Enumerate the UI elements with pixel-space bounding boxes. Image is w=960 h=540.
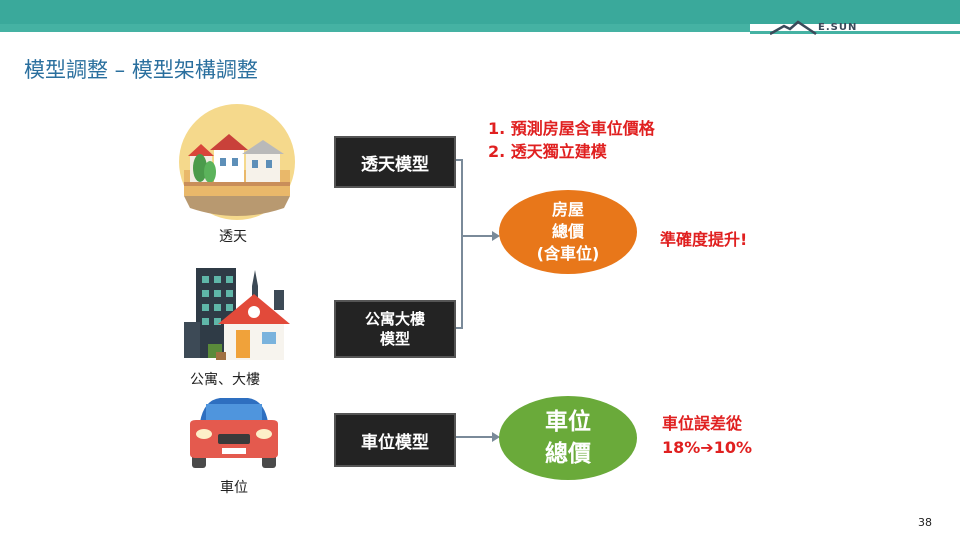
apartment-model-box: 公寓大樓 模型 [334, 300, 456, 358]
house-total-price-circle: 房屋 總價 (含車位) [499, 190, 637, 274]
townhouse-model-label: 透天模型 [361, 154, 429, 175]
house-total-line3: (含車位) [536, 244, 600, 263]
page-title: 模型調整 – 模型架構調整 [24, 58, 258, 82]
parking-model-label: 車位模型 [361, 432, 429, 453]
accuracy-result: 準確度提升! [660, 230, 748, 249]
note-item: 2. 透天獨立建模 [488, 142, 607, 161]
parking-error-result: 車位誤差從 18%➔10% [662, 412, 752, 460]
apartment-illustration [184, 268, 290, 360]
house-total-line2: 總價 [551, 222, 584, 241]
apartment-model-label-line2: 模型 [379, 330, 410, 348]
apartment-model-label-line1: 公寓大樓 [364, 310, 425, 328]
header-accent-bar [0, 24, 750, 32]
parking-model-box: 車位模型 [334, 413, 456, 467]
note-item: 1. 預測房屋含車位價格 [488, 119, 655, 138]
house-illustration [179, 104, 295, 220]
parking-total-price-circle: 車位 總價 [499, 396, 637, 480]
car-illustration [190, 398, 278, 468]
house-total-line1: 房屋 [551, 200, 584, 219]
parking-total-line1: 車位 [545, 409, 591, 435]
parking-error-line2: 18%➔10% [662, 438, 752, 457]
page-number: 38 [918, 516, 932, 529]
brand-name: E.SUN [818, 22, 858, 33]
parking-label: 車位 [220, 480, 248, 496]
apartment-label: 公寓、大樓 [190, 372, 260, 388]
notes-list: 1. 預測房屋含車位價格 2. 透天獨立建模 [488, 117, 655, 163]
parking-error-line1: 車位誤差從 [662, 414, 743, 433]
header-bar [0, 0, 960, 24]
mountain-logo-icon [770, 20, 817, 36]
house-label: 透天 [219, 229, 247, 245]
parking-total-line2: 總價 [545, 441, 591, 467]
townhouse-model-box: 透天模型 [334, 136, 456, 188]
header-accent-line [750, 31, 960, 34]
